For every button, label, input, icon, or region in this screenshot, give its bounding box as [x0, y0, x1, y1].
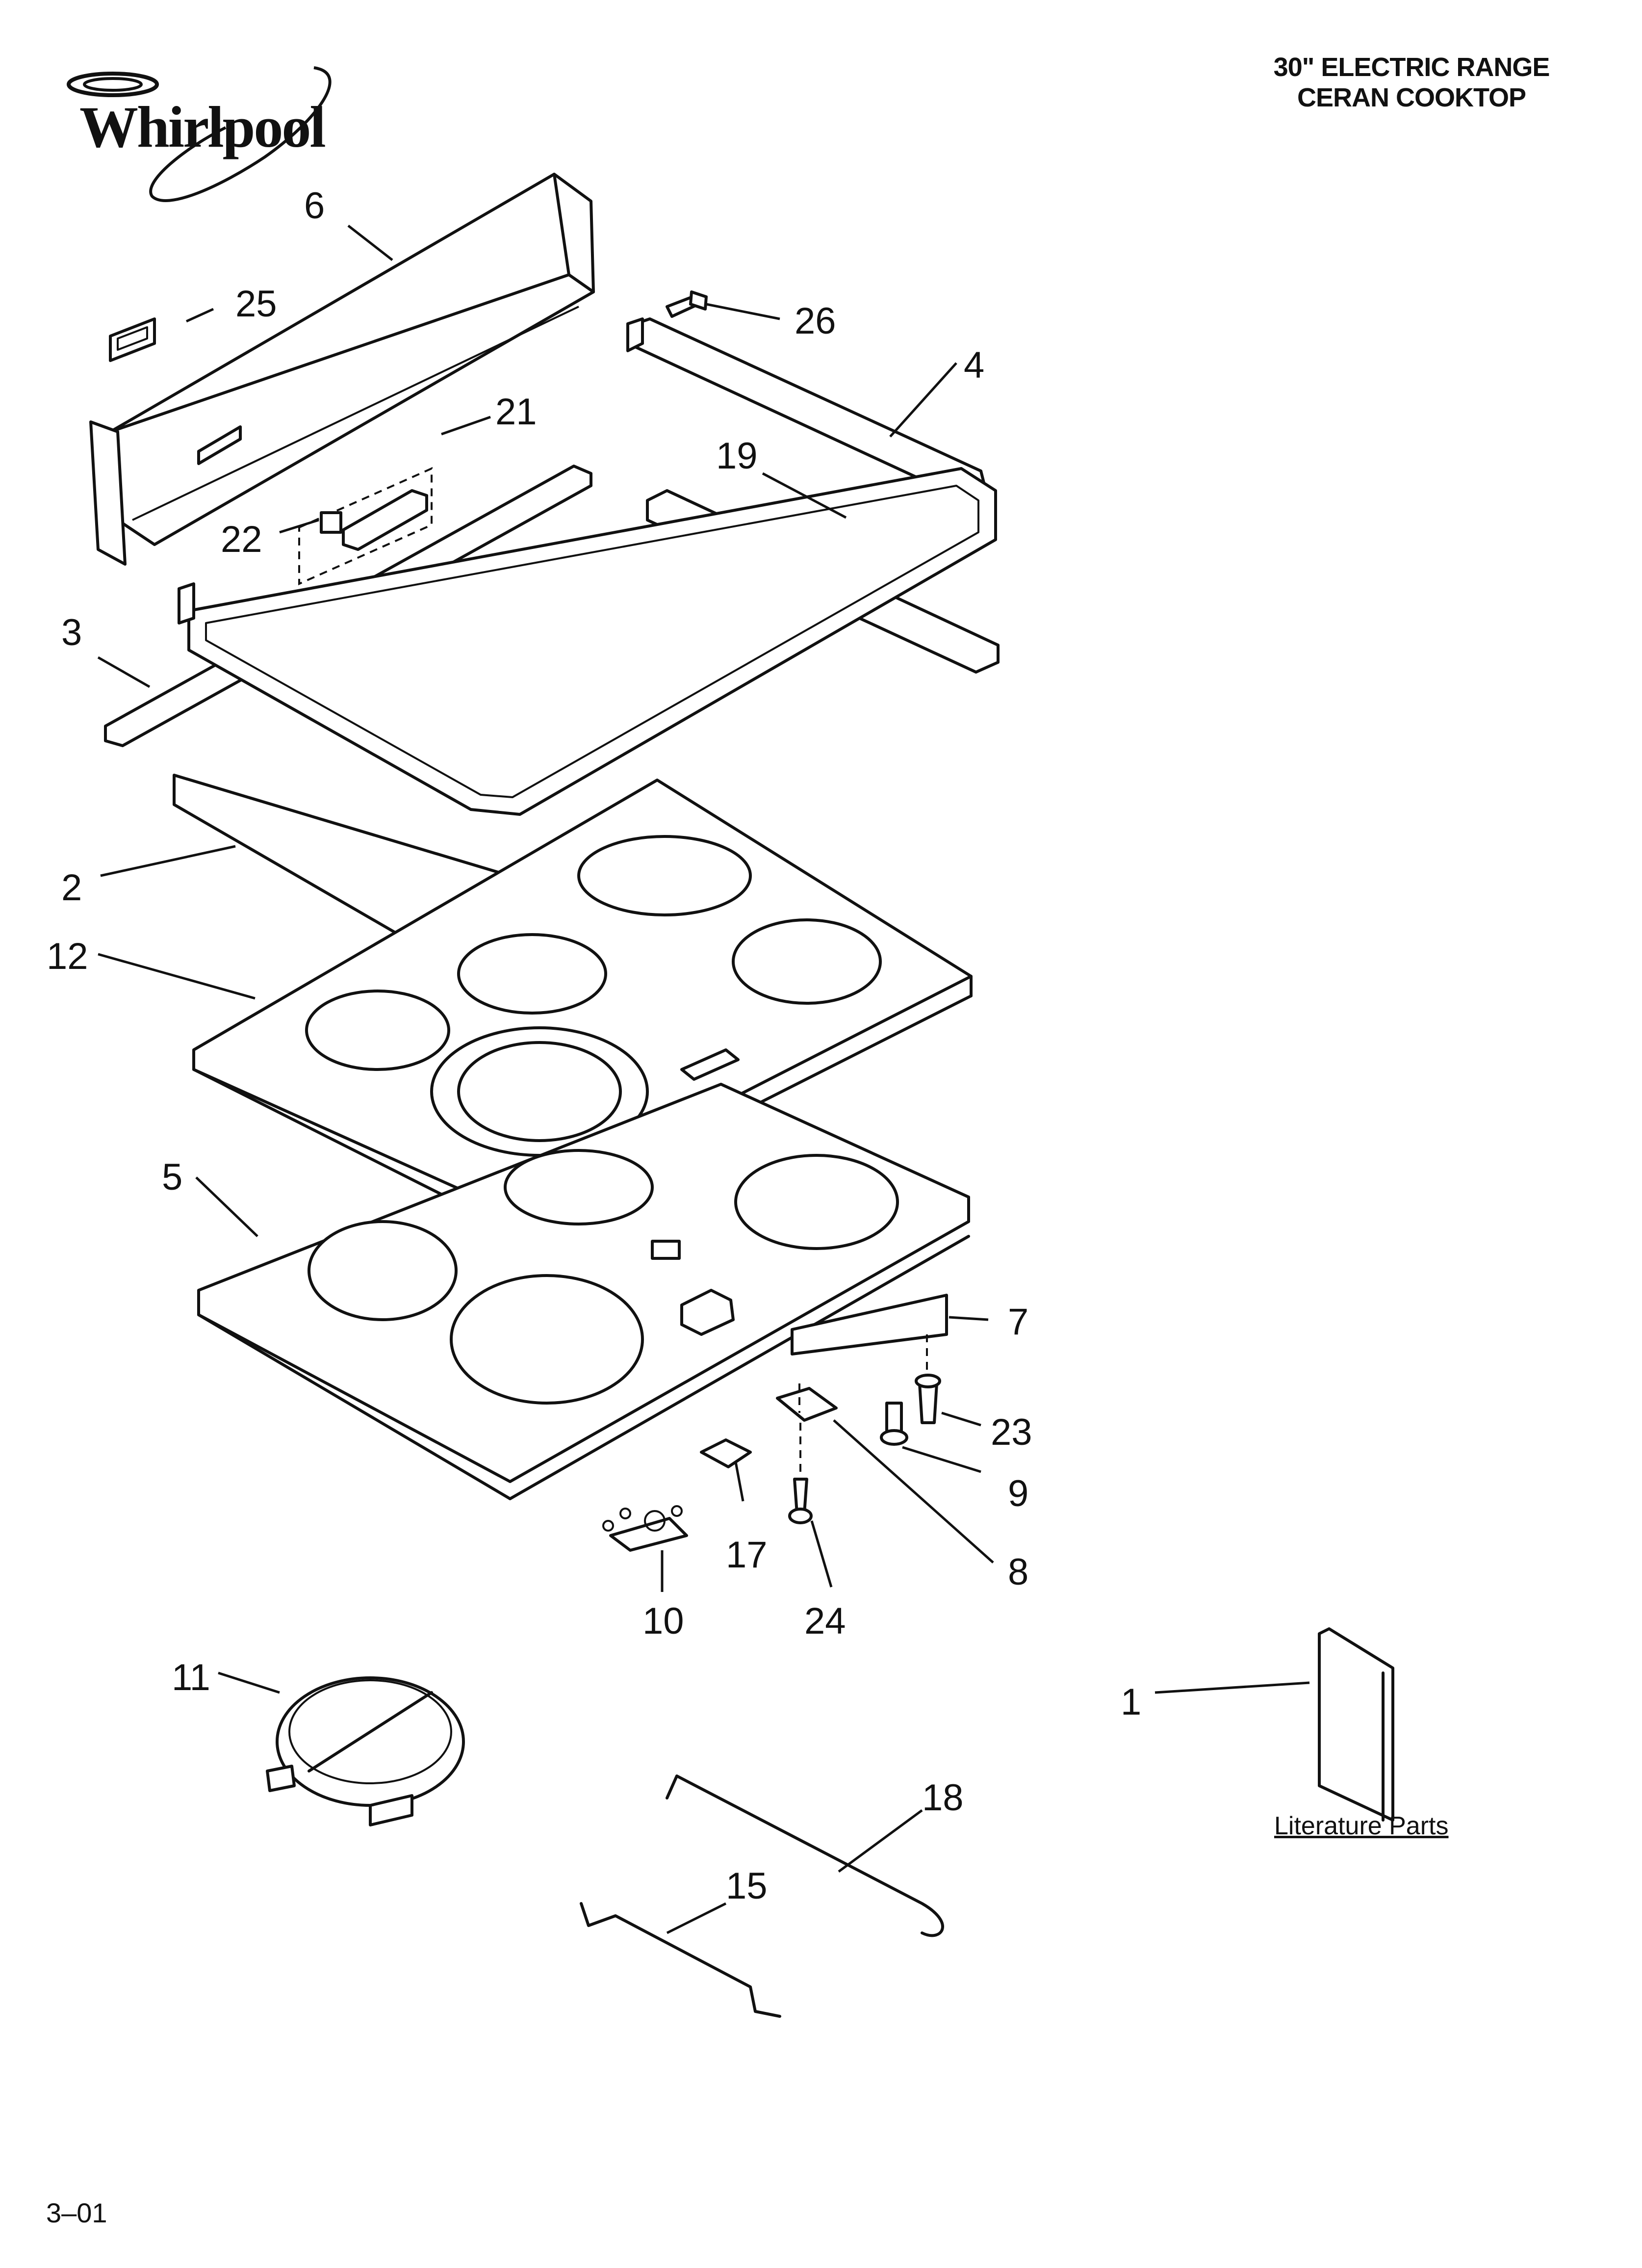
- literature-parts-label: Literature Parts: [1274, 1812, 1449, 1840]
- callout-11: 11: [172, 1657, 210, 1698]
- part-11-radiant-element: [266, 1676, 465, 1826]
- callout-17: 17: [726, 1534, 768, 1576]
- part-22-clip: [320, 511, 342, 534]
- callout-15: 15: [726, 1865, 768, 1907]
- part-7-bracket: [791, 1294, 948, 1383]
- part-26-screw: [666, 290, 708, 318]
- part-24-screw: [788, 1423, 813, 1524]
- callout-23: 23: [991, 1411, 1032, 1453]
- callout-3: 3: [61, 612, 82, 653]
- callout-21: 21: [495, 391, 537, 433]
- whirlpool-logo: Whirlpool: [59, 54, 353, 216]
- heading-line-2: CERAN COOKTOP: [1297, 83, 1526, 112]
- leader-lines: [97, 225, 1310, 1934]
- brand-wordmark: Whirlpool: [79, 94, 326, 159]
- callout-18: 18: [922, 1777, 964, 1819]
- callout-1: 1: [1121, 1681, 1141, 1723]
- part-5-burner-box: [197, 1083, 970, 1500]
- part-4-rail: [626, 317, 987, 499]
- callout-10: 10: [642, 1600, 684, 1642]
- callout-24: 24: [804, 1600, 846, 1642]
- part-17-limiter: [700, 1438, 752, 1468]
- part-21-switch: [298, 467, 433, 586]
- part-12-glass-cooktop: [192, 779, 973, 1230]
- part-1-literature: [1318, 1627, 1394, 1822]
- callout-9: 9: [1008, 1473, 1028, 1514]
- diagram-heading: 30" ELECTRIC RANGE CERAN COOKTOP: [1240, 52, 1583, 113]
- part-23-screw: [915, 1374, 941, 1424]
- part-10-terminal-block: [602, 1505, 688, 1552]
- callout-12: 12: [47, 936, 88, 977]
- callout-5: 5: [162, 1156, 182, 1198]
- callout-4: 4: [964, 344, 984, 386]
- callout-labels: 6 25 26 4 21 19 22 3 2 12 5 7 23 9 17 8 …: [47, 185, 1141, 1907]
- callout-7: 7: [1008, 1301, 1028, 1343]
- callout-2: 2: [61, 867, 82, 909]
- callout-25: 25: [235, 283, 277, 325]
- callout-6: 6: [304, 185, 325, 227]
- trim-frame: [178, 467, 997, 816]
- logo-swirl-icon: [67, 66, 332, 202]
- part-8-clip: [776, 1383, 838, 1422]
- part-6-backguard: [89, 173, 595, 566]
- heading-line-1: 30" ELECTRIC RANGE: [1273, 52, 1550, 82]
- callout-8: 8: [1008, 1551, 1028, 1593]
- part-18-wire: [666, 1774, 944, 1937]
- part-15-wire: [580, 1902, 781, 2018]
- part-25-badge: [109, 317, 156, 362]
- callout-22: 22: [221, 519, 262, 560]
- callout-19: 19: [716, 435, 758, 477]
- part-9-screw: [880, 1402, 908, 1446]
- footer-code: 3–01: [46, 2197, 107, 2228]
- callout-26: 26: [795, 300, 836, 342]
